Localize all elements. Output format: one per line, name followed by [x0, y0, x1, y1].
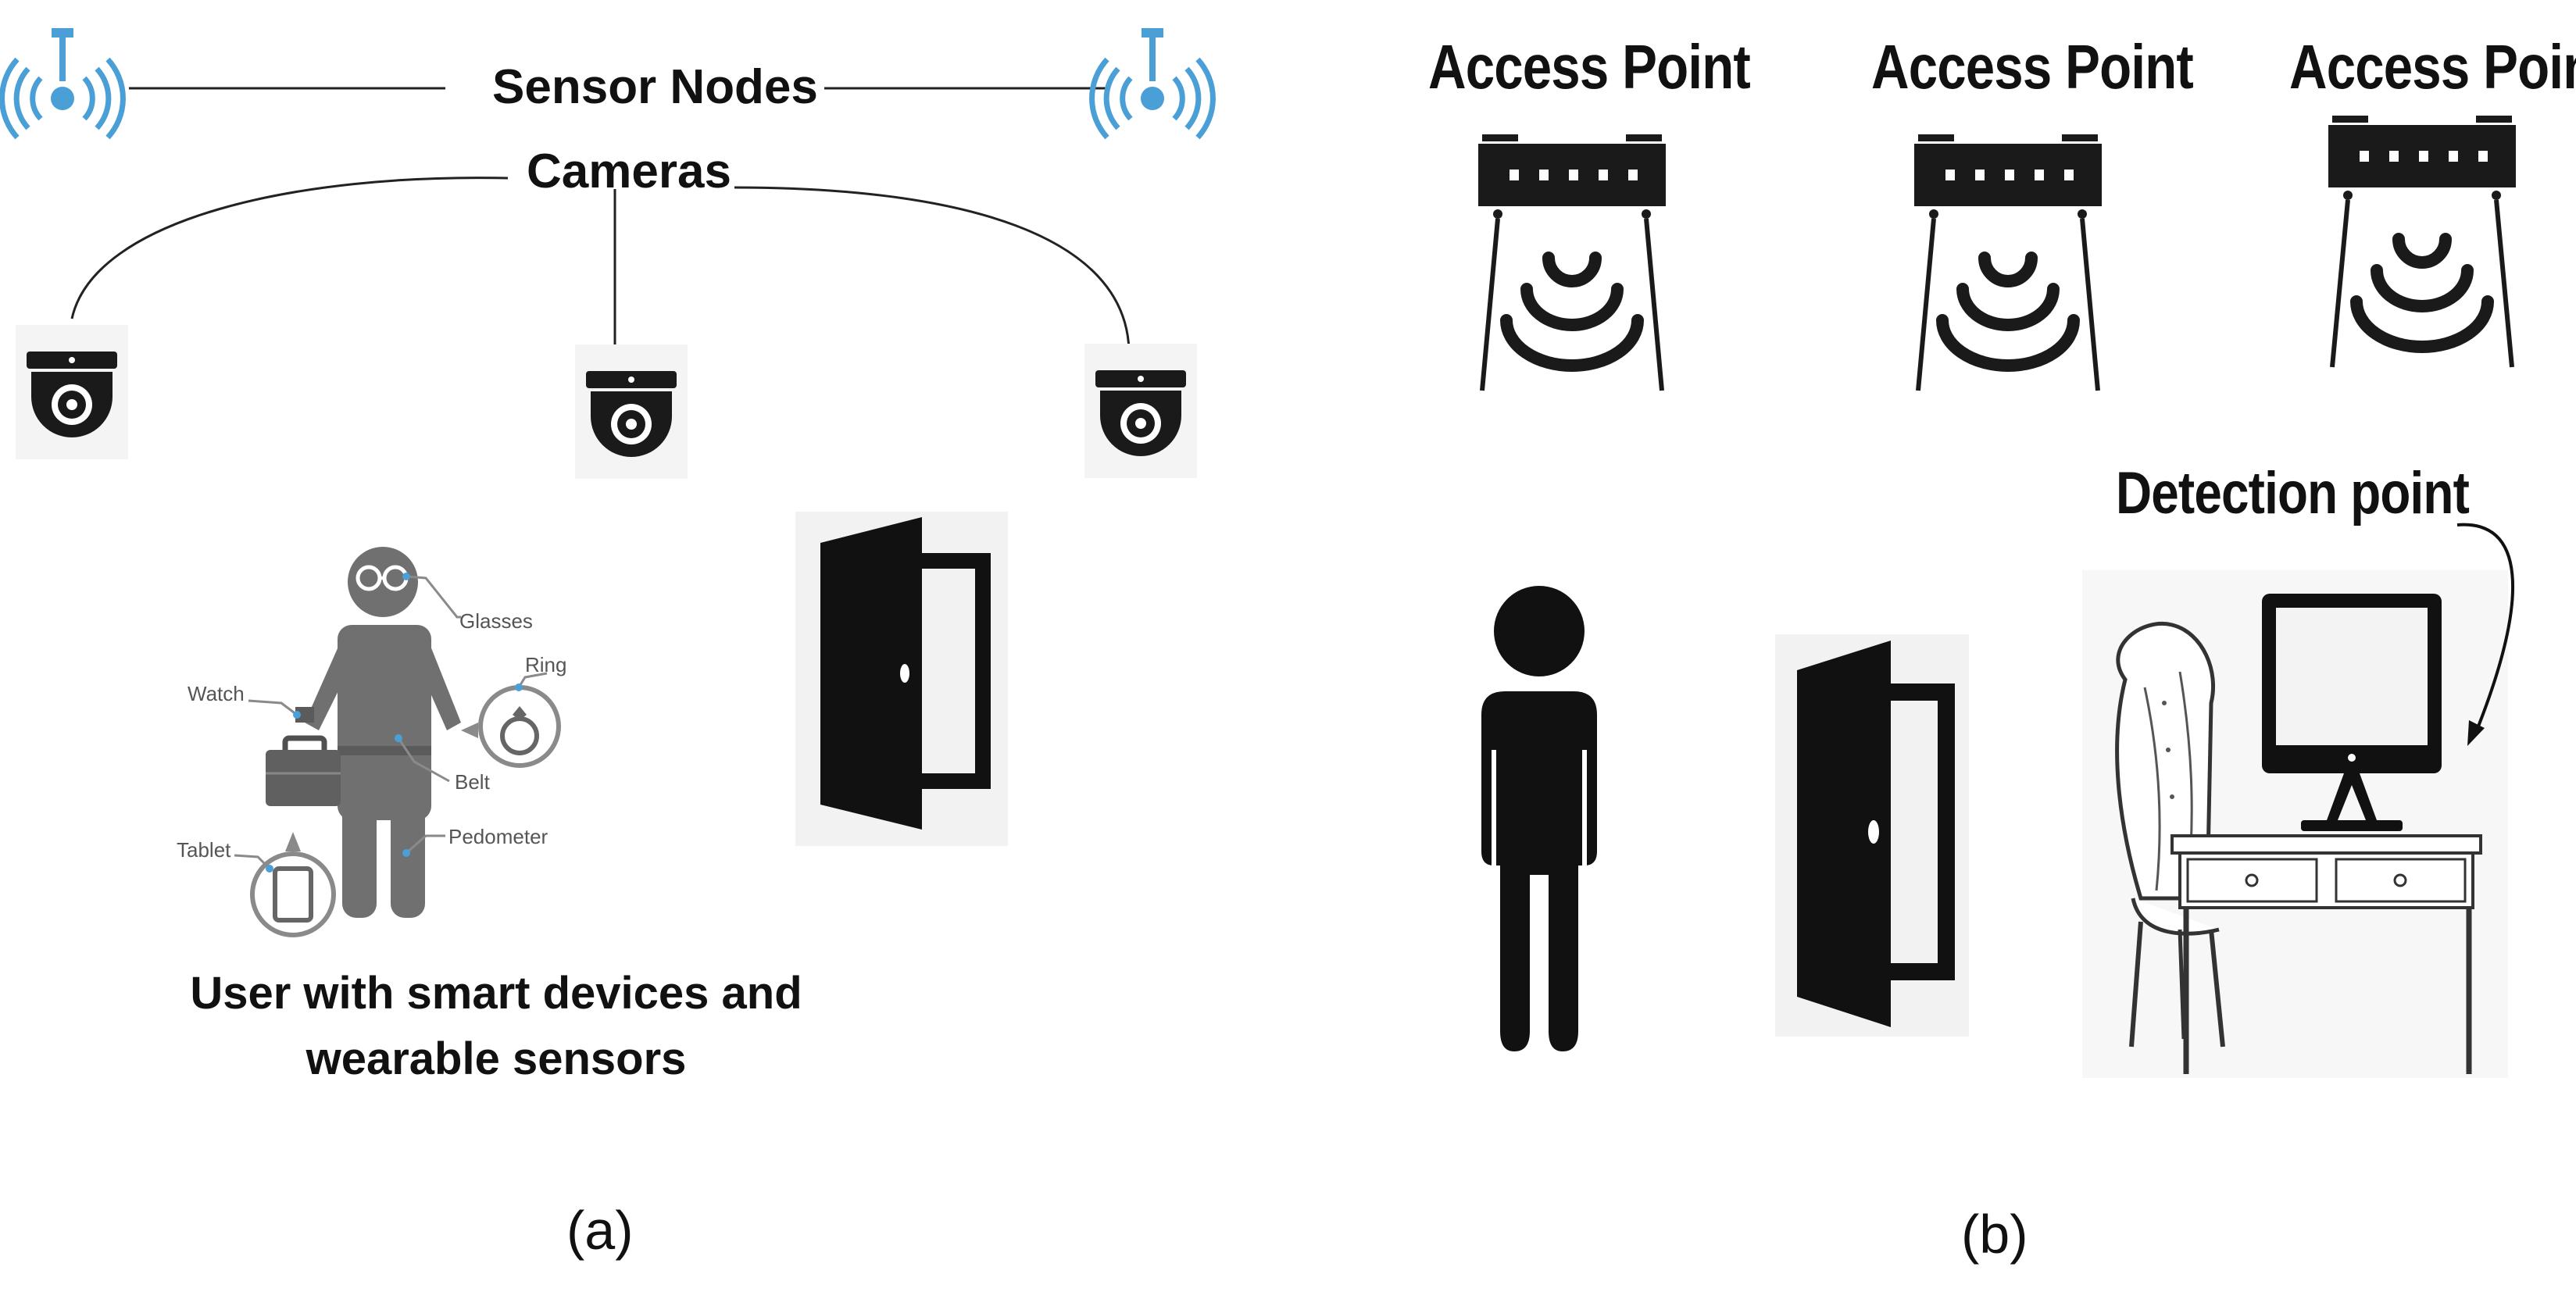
access-point-icon — [1478, 134, 1666, 391]
user-caption-line-2: wearable sensors — [305, 1033, 687, 1084]
person-head — [348, 547, 418, 617]
sensor-nodes-label: Sensor Nodes — [492, 60, 818, 114]
desk-icon — [2170, 834, 2482, 1074]
arrow-head-icon — [2467, 720, 2485, 746]
door-icon — [795, 512, 1008, 846]
tablet-icon — [250, 832, 336, 937]
camera-line-left — [70, 177, 509, 319]
sensor-node-icon — [0, 28, 126, 140]
sensor-node-icon — [1089, 28, 1216, 140]
user-caption: User with smart devices and wearable sen… — [145, 961, 848, 1092]
camera-line-right — [734, 186, 1131, 351]
watch-label: Watch — [188, 682, 245, 705]
dome-camera-icon — [1084, 344, 1197, 478]
cameras-label: Cameras — [527, 145, 731, 198]
access-point-label-1: Access Point — [1428, 32, 1751, 102]
desk-with-computer-illustration — [2082, 570, 2508, 1078]
leader-line-glasses — [406, 575, 461, 619]
ring-icon — [461, 685, 561, 768]
user-with-wearables-illustration — [234, 547, 561, 937]
chair-icon — [2115, 622, 2225, 1048]
leader-line-tablet — [234, 854, 271, 870]
detection-arrow — [2456, 523, 2515, 735]
panel-a-caption: (a) — [566, 1200, 634, 1261]
leader-line-ring — [517, 672, 548, 688]
person-icon — [1481, 586, 1597, 1051]
monitor-icon — [2262, 594, 2442, 831]
person-left-arm — [305, 634, 355, 730]
watch-icon — [295, 707, 314, 723]
person-right-arm — [414, 634, 461, 730]
leader-line-belt — [397, 737, 450, 783]
glasses-label: Glasses — [459, 609, 533, 633]
user-caption-line-1: User with smart devices and — [190, 968, 802, 1019]
door-icon — [1775, 634, 1969, 1037]
dome-camera-icon — [575, 344, 688, 479]
dome-camera-icon — [16, 325, 128, 459]
leader-line-watch — [248, 699, 298, 716]
belt-label: Belt — [455, 770, 490, 794]
person-torso — [338, 625, 431, 820]
access-point-icon — [2328, 116, 2516, 368]
pedometer-label: Pedometer — [448, 825, 548, 848]
access-point-label-2: Access Point — [1871, 32, 2194, 102]
leader-line-pedometer — [406, 834, 445, 855]
detection-point-label: Detection point — [2116, 460, 2470, 526]
panel-b-caption: (b) — [1961, 1204, 2028, 1265]
tablet-label: Tablet — [177, 838, 231, 862]
access-point-label-3: Access Point — [2289, 32, 2576, 102]
ring-label: Ring — [525, 653, 567, 676]
briefcase-icon — [266, 735, 341, 806]
person-left-leg — [342, 789, 377, 918]
access-point-icon — [1914, 134, 2102, 391]
